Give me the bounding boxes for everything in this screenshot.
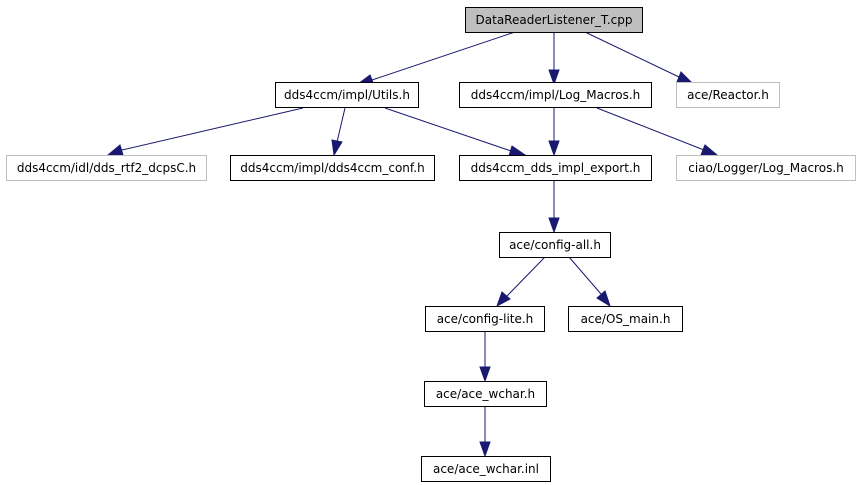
edge-utils-to-export bbox=[384, 107, 512, 152]
edge-utils-to-conf bbox=[336, 107, 346, 143]
arrowhead-root-to-log-macros bbox=[548, 69, 560, 86]
edge-config-all-to-os-main bbox=[568, 256, 602, 295]
node-config-all-h[interactable]: ace/config-all.h bbox=[499, 232, 611, 258]
arrowhead-config-all-to-os-main bbox=[596, 290, 611, 308]
arrowhead-log-macros-to-export bbox=[548, 140, 560, 157]
arrowhead-config-lite-to-wchar-h bbox=[479, 366, 491, 383]
edge-utils-to-dcps bbox=[121, 107, 304, 151]
node-dds4ccm-conf-h[interactable]: dds4ccm/impl/dds4ccm_conf.h bbox=[230, 155, 435, 181]
node-reactor-h[interactable]: ace/Reactor.h bbox=[676, 82, 780, 108]
edge-config-all-to-config-lite bbox=[506, 256, 546, 297]
edge-log-macros-to-ciao bbox=[596, 107, 705, 151]
edge-root-to-utils bbox=[371, 31, 516, 81]
edge-root-to-reactor bbox=[584, 31, 680, 78]
node-ciao-logger-log-macros-h[interactable]: ciao/Logger/Log_Macros.h bbox=[676, 155, 856, 181]
node-config-lite-h[interactable]: ace/config-lite.h bbox=[425, 306, 545, 332]
arrowhead-wchar-h-to-wchar-inl bbox=[479, 441, 491, 458]
arrowhead-log-macros-to-ciao bbox=[700, 144, 719, 156]
arrowhead-export-to-config-all bbox=[548, 217, 560, 234]
arrowhead-utils-to-conf bbox=[331, 139, 343, 157]
arrowhead-config-all-to-config-lite bbox=[496, 291, 511, 308]
arrowhead-utils-to-dcps bbox=[106, 144, 124, 156]
node-dds-impl-export-h[interactable]: dds4ccm_dds_impl_export.h bbox=[459, 155, 652, 181]
node-dcpsc-h[interactable]: dds4ccm/idl/dds_rtf2_dcpsC.h bbox=[6, 155, 207, 181]
node-log-macros-h[interactable]: dds4ccm/impl/Log_Macros.h bbox=[459, 82, 652, 108]
node-ace-wchar-h[interactable]: ace/ace_wchar.h bbox=[424, 381, 547, 407]
node-os-main-h[interactable]: ace/OS_main.h bbox=[568, 306, 683, 332]
node-utils-h[interactable]: dds4ccm/impl/Utils.h bbox=[275, 82, 419, 108]
node-ace-wchar-inl[interactable]: ace/ace_wchar.inl bbox=[421, 456, 551, 482]
node-datareaderlistener-cpp[interactable]: DataReaderListener_T.cpp bbox=[465, 7, 643, 33]
